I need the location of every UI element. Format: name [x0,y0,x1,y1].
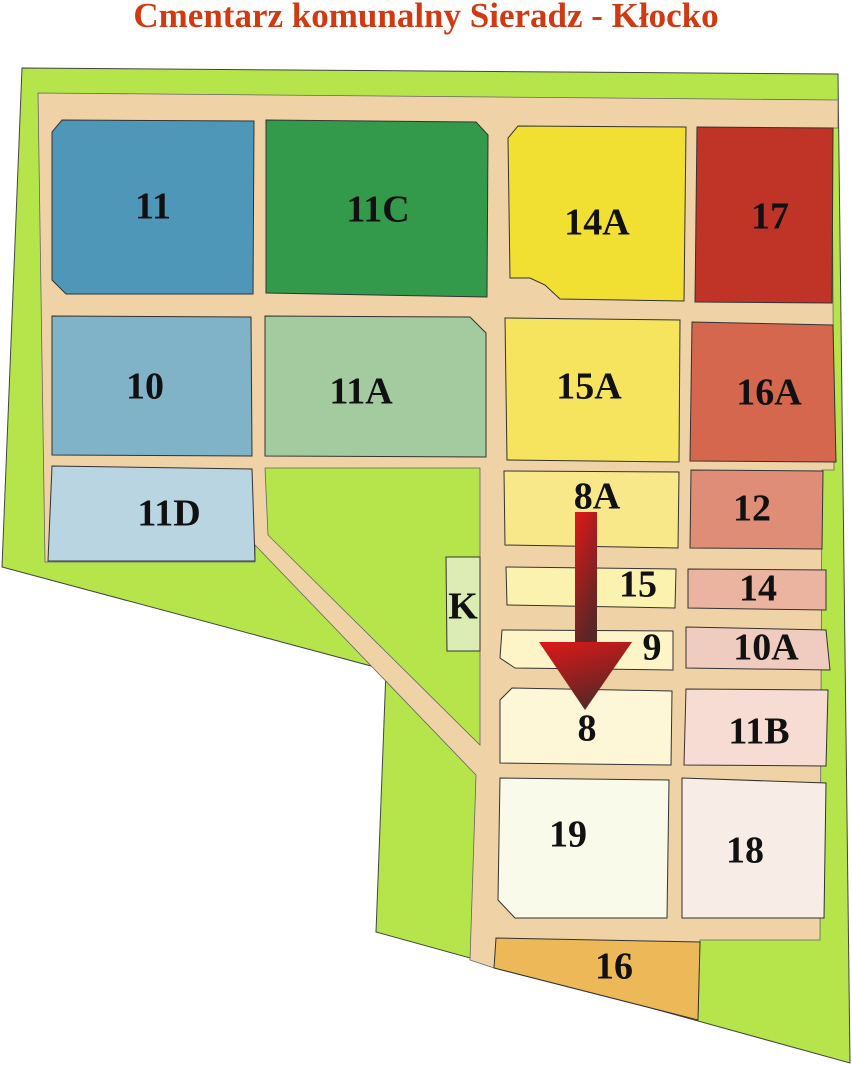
plot-area[interactable] [503,470,680,549]
plot-label: 9 [643,627,662,669]
plot-11d[interactable]: 11D [47,465,256,562]
plot-11c[interactable]: 11C [265,119,489,298]
plot-area[interactable] [504,317,681,463]
plot-8[interactable]: 8 [499,687,673,766]
plot-label: 8A [574,476,621,518]
plot-11[interactable]: 11 [51,119,255,295]
plot-label: K [448,586,478,628]
inner-grass [264,467,481,746]
plot-label: 16A [736,372,802,414]
plot-label: 10 [126,366,164,408]
plot-18[interactable]: 18 [681,777,827,919]
plot-area[interactable] [689,469,824,550]
plot-label: 10A [733,627,799,669]
plot-label: 18 [726,830,764,872]
plot-label: 15 [619,564,657,606]
plot-17[interactable]: 17 [694,126,834,304]
plot-10[interactable]: 10 [51,315,253,457]
plot-area[interactable] [265,119,489,298]
plot-16[interactable]: 16 [493,937,701,1021]
plot-11a[interactable]: 11A [264,315,487,458]
plot-11b[interactable]: 11B [683,688,829,767]
plot-label: 12 [733,488,771,530]
plot-area[interactable] [493,937,701,1021]
plot-area[interactable] [694,126,834,304]
plot-label: 19 [549,814,587,856]
plot-area[interactable] [689,321,837,463]
plot-area[interactable] [51,119,255,295]
plot-area[interactable] [51,315,253,457]
plot-16a[interactable]: 16A [689,321,837,463]
plot-label: 11B [728,711,789,753]
plot-label: 14 [739,568,777,610]
plot-area[interactable] [497,777,670,919]
plot-label: 14A [564,202,630,244]
plot-10a[interactable]: 10A [685,626,831,671]
plot-area[interactable] [687,568,827,611]
plot-14[interactable]: 14 [687,568,827,611]
plot-area[interactable] [47,465,256,562]
plot-label: 17 [751,196,789,238]
plot-8a[interactable]: 8A [503,470,680,549]
plot-label: 11 [135,186,171,228]
plot-label: 8 [578,708,597,750]
plot-area[interactable] [264,315,487,458]
plot-15[interactable]: 15 [505,564,677,609]
plot-19[interactable]: 19 [497,777,670,919]
plot-label: 11D [137,493,200,535]
plot-area[interactable] [681,777,827,919]
plot-area[interactable] [507,125,687,302]
plot-k[interactable]: K [445,556,481,652]
plot-15a[interactable]: 15A [504,317,681,463]
plot-area[interactable] [685,626,831,671]
down-arrow-icon [539,512,632,710]
plot-area[interactable] [683,688,829,767]
plot-label: 16 [595,946,633,988]
plot-area[interactable] [445,556,481,652]
map-title: Cmentarz komunalny Sieradz - Kłocko [133,0,719,35]
plot-12[interactable]: 12 [689,469,824,550]
plot-label: 15A [556,366,622,408]
plot-label: 11C [346,189,409,231]
plot-area[interactable] [499,687,673,766]
plot-14a[interactable]: 14A [507,125,687,302]
plot-label: 11A [329,371,393,413]
